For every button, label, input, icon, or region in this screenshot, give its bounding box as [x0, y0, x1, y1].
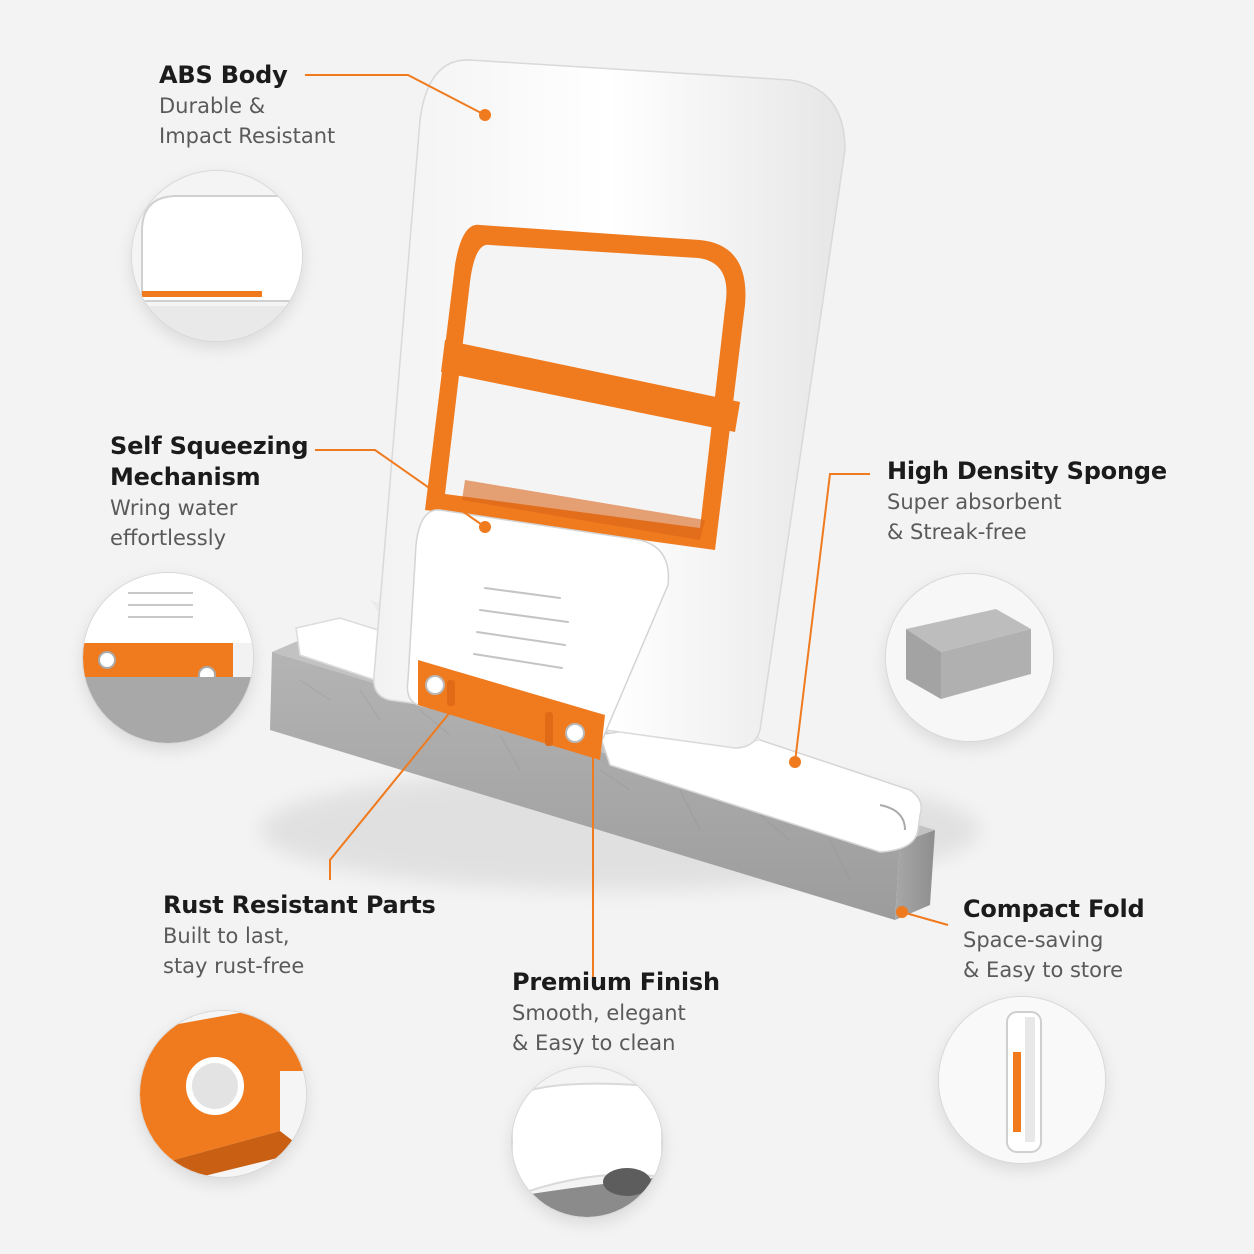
squeeze-housing — [406, 509, 670, 760]
compact-fold-desc-line2: & Easy to store — [963, 958, 1124, 982]
orange-part-icon — [140, 1011, 306, 1177]
rust-resistant-title: Rust Resistant Parts — [163, 891, 436, 919]
compact-fold-detail-circle — [938, 996, 1106, 1164]
callout-premium-finish: Premium Finish Smooth, elegant & Easy to… — [512, 967, 720, 1058]
compact-fold-desc-line1: Space-saving — [963, 928, 1104, 952]
rust-resistant-desc: Built to last, stay rust-free — [163, 921, 436, 981]
self-squeezing-title-line1: Self Squeezing — [110, 432, 309, 460]
self-squeezing-detail-circle — [82, 572, 254, 744]
folded-mop-icon — [939, 997, 1105, 1163]
premium-finish-detail-circle — [511, 1066, 663, 1218]
premium-finish-desc-line2: & Easy to clean — [512, 1031, 676, 1055]
compact-fold-title: Compact Fold — [963, 895, 1145, 923]
callout-high-density: High Density Sponge Super absorbent & St… — [887, 456, 1167, 547]
high-density-desc-line2: & Streak-free — [887, 520, 1027, 544]
self-squeezing-desc-line2: effortlessly — [110, 526, 227, 550]
premium-finish-title: Premium Finish — [512, 968, 720, 996]
self-squeezing-title: Self Squeezing Mechanism — [110, 431, 309, 493]
abs-body-detail-circle — [131, 170, 303, 342]
callout-abs-body: ABS Body Durable & Impact Resistant — [159, 60, 335, 151]
sponge-detail-circle — [885, 573, 1054, 742]
glossy-surface-icon — [512, 1067, 662, 1217]
leader-lines — [305, 74, 949, 980]
abs-body-desc-line1: Durable & — [159, 94, 266, 118]
callout-compact-fold: Compact Fold Space-saving & Easy to stor… — [963, 894, 1145, 985]
callout-rust-resistant: Rust Resistant Parts Built to last, stay… — [163, 890, 436, 981]
premium-finish-desc-line1: Smooth, elegant — [512, 1001, 686, 1025]
high-density-title: High Density Sponge — [887, 457, 1167, 485]
leader-dots — [479, 109, 908, 918]
rust-resistant-desc-line1: Built to last, — [163, 924, 290, 948]
abs-body-title: ABS Body — [159, 61, 288, 89]
abs-corner-detail-icon — [132, 171, 302, 341]
self-squeezing-desc: Wring water effortlessly — [110, 493, 308, 553]
premium-finish-desc: Smooth, elegant & Easy to clean — [512, 998, 720, 1058]
abs-body-desc: Durable & Impact Resistant — [159, 91, 335, 151]
rust-resistant-detail-circle — [139, 1010, 307, 1178]
rust-resistant-desc-line2: stay rust-free — [163, 954, 305, 978]
self-squeezing-title-line2: Mechanism — [110, 463, 261, 491]
self-squeezing-desc-line1: Wring water — [110, 496, 238, 520]
high-density-desc: Super absorbent & Streak-free — [887, 487, 1167, 547]
squeeze-detail-icon — [83, 573, 253, 743]
abs-body-desc-line2: Impact Resistant — [159, 124, 336, 148]
compact-fold-desc: Space-saving & Easy to store — [963, 925, 1144, 985]
high-density-desc-line1: Super absorbent — [887, 490, 1062, 514]
callout-self-squeezing: Self Squeezing Mechanism Wring water eff… — [110, 431, 309, 553]
sponge-cube-icon — [886, 574, 1053, 741]
